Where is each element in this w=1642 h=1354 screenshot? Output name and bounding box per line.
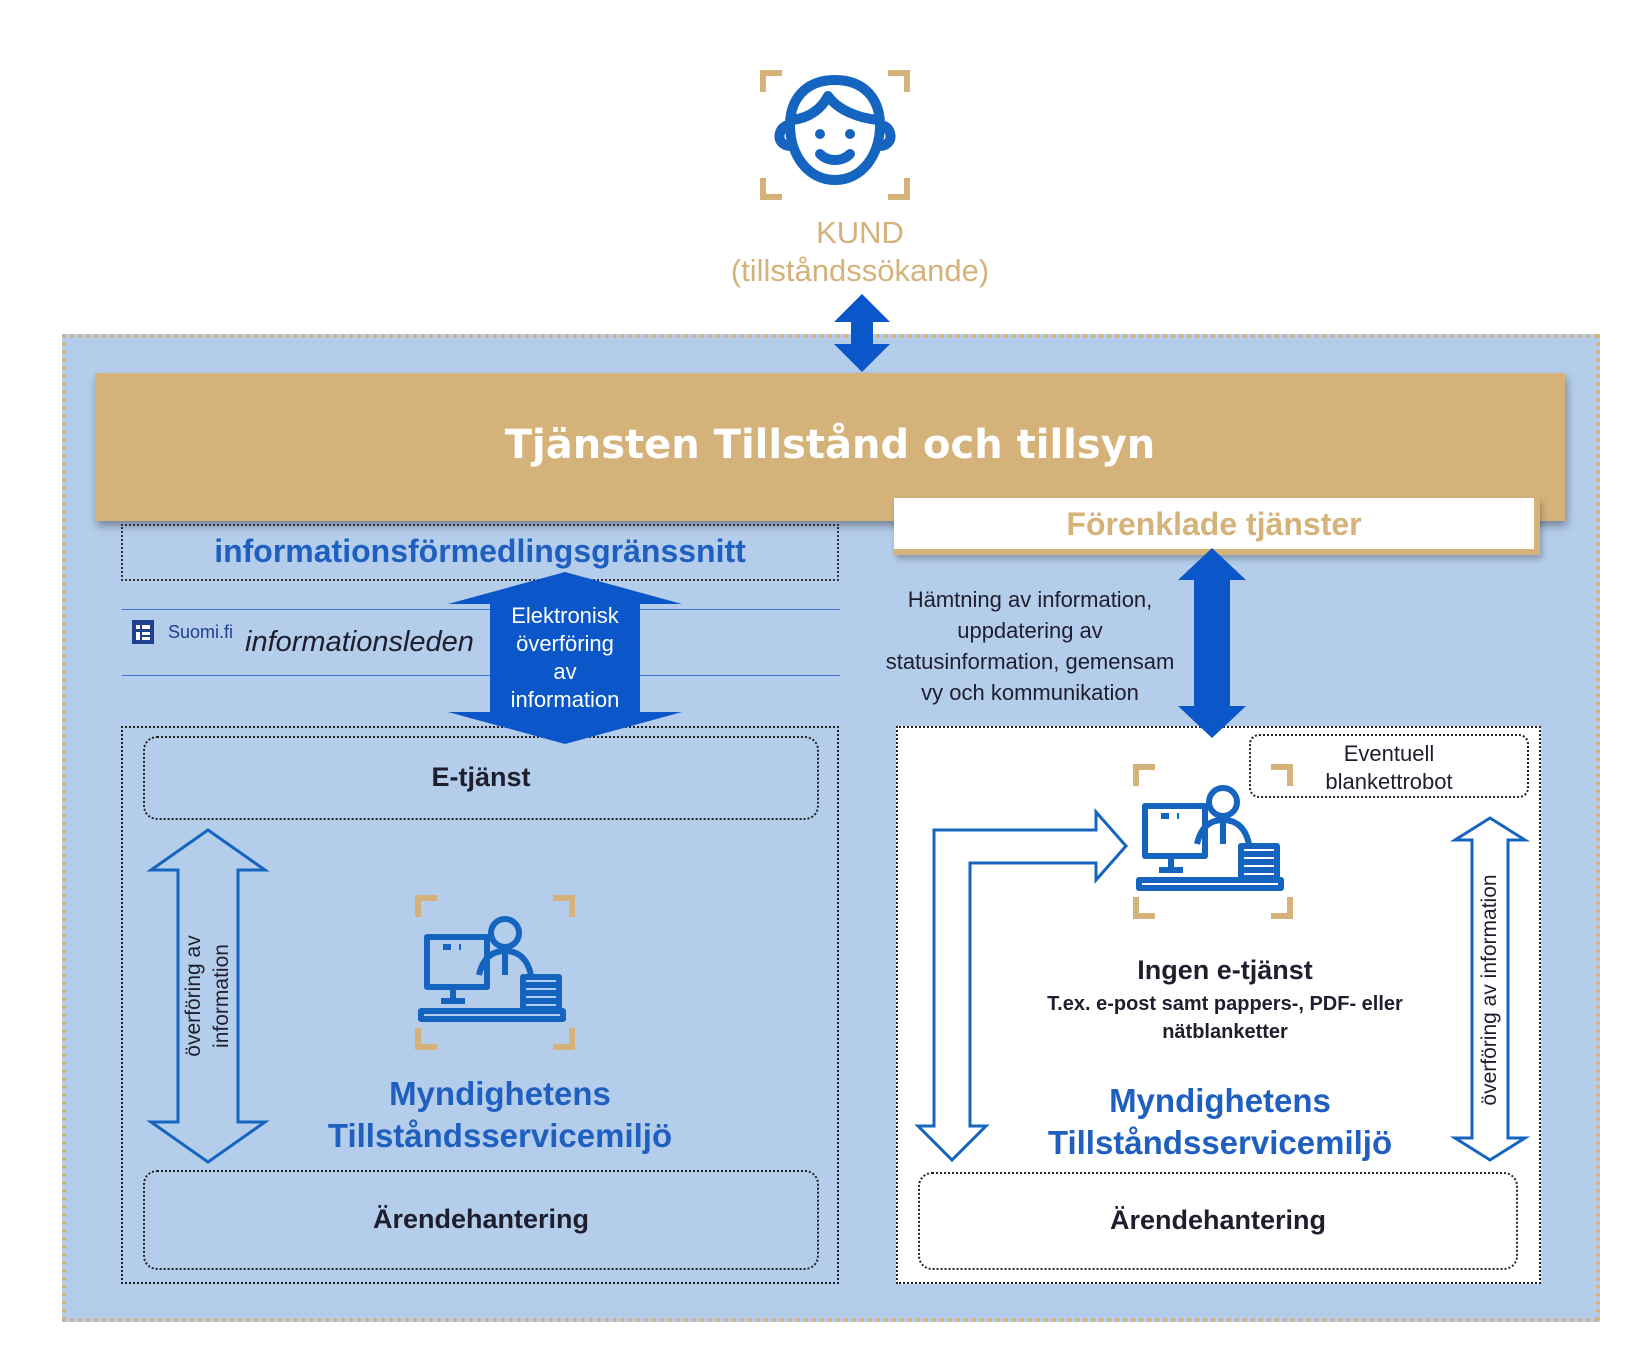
- electronic-transfer-arrow: [448, 572, 682, 744]
- customer-label: KUND (tillståndssökande): [700, 214, 1020, 290]
- retrieval-line-3: statusinformation, gemensam: [885, 649, 1175, 674]
- case-management-right: Ärendehantering: [918, 1172, 1518, 1270]
- retrieval-line-4: vy och kommunikation: [921, 680, 1139, 705]
- no-eservice-line-1: T.ex. e-post samt pappers-, PDF- eller: [1047, 993, 1403, 1015]
- retrieval-label: Hämtning av information, uppdatering av …: [860, 584, 1200, 708]
- customer-title: KUND: [816, 215, 904, 250]
- retrieval-line-1: Hämtning av information,: [907, 587, 1153, 612]
- left-authority-panel: [121, 726, 839, 1284]
- retrieval-line-2: uppdatering av: [957, 618, 1103, 643]
- no-eservice-description: T.ex. e-post samt pappers-, PDF- eller n…: [990, 990, 1460, 1046]
- banner-title: Tjänsten Tillstånd och tillsyn: [504, 422, 1156, 468]
- electronic-transfer-label: Elektronisk överföring av information: [495, 602, 635, 714]
- customer-subtitle: (tillståndssökande): [730, 253, 990, 288]
- transfer-line-4: information: [510, 687, 620, 712]
- channel-bottom-line: [122, 675, 840, 676]
- transfer-line-2: överföring: [516, 631, 614, 656]
- etjanst-box: E-tjänst: [143, 736, 819, 820]
- right-transfer-label: överföring av information: [1478, 874, 1501, 1106]
- left-transfer-label: överföring av information: [180, 935, 236, 1056]
- form-robot-line-1: Eventuell: [1343, 741, 1435, 766]
- form-robot-box: Eventuell blankettrobot: [1249, 734, 1529, 798]
- officer-at-desk-icon: [1133, 764, 1293, 919]
- retrieval-arrow: [1178, 548, 1246, 738]
- l-shaped-arrow: [914, 808, 1129, 1163]
- suomi-logo-icon: [132, 620, 154, 644]
- left-authority-line-1: Myndighetens: [389, 1075, 611, 1112]
- customer-arrow: [834, 294, 890, 372]
- channel-top-line: [122, 609, 840, 610]
- face-icon: [760, 70, 910, 200]
- transfer-line-3: av: [553, 659, 577, 684]
- interface-box: informationsförmedlingsgränssnitt: [121, 524, 839, 581]
- simplified-services-box: Förenklade tjänster: [894, 498, 1540, 555]
- service-banner: [95, 373, 1565, 521]
- left-vertical-arrow: [146, 828, 270, 1164]
- transfer-line-1: Elektronisk: [511, 603, 619, 628]
- right-authority-label: Myndighetens Tillståndsservicemiljö: [1000, 1080, 1440, 1164]
- case-management-left: Ärendehantering: [143, 1170, 819, 1270]
- no-eservice-title: Ingen e-tjänst: [1137, 955, 1313, 985]
- officer-at-desk-icon: [415, 895, 575, 1050]
- left-authority-line-2: Tillståndsservicemiljö: [327, 1117, 673, 1154]
- no-eservice-line-2: nätblanketter: [1162, 1021, 1288, 1043]
- left-transfer-line-1: överföring av: [182, 935, 205, 1057]
- channel-label: informationsleden: [245, 626, 474, 658]
- suomi-logo-text: Suomi.fi: [168, 622, 234, 642]
- right-vertical-arrow: [1449, 816, 1531, 1162]
- right-authority-line-1: Myndighetens: [1109, 1082, 1331, 1119]
- left-transfer-line-2: information: [210, 944, 233, 1048]
- left-authority-label: Myndighetens Tillståndsservicemiljö: [280, 1073, 720, 1157]
- form-robot-line-2: blankettrobot: [1325, 769, 1453, 794]
- right-authority-line-2: Tillståndsservicemiljö: [1047, 1124, 1393, 1161]
